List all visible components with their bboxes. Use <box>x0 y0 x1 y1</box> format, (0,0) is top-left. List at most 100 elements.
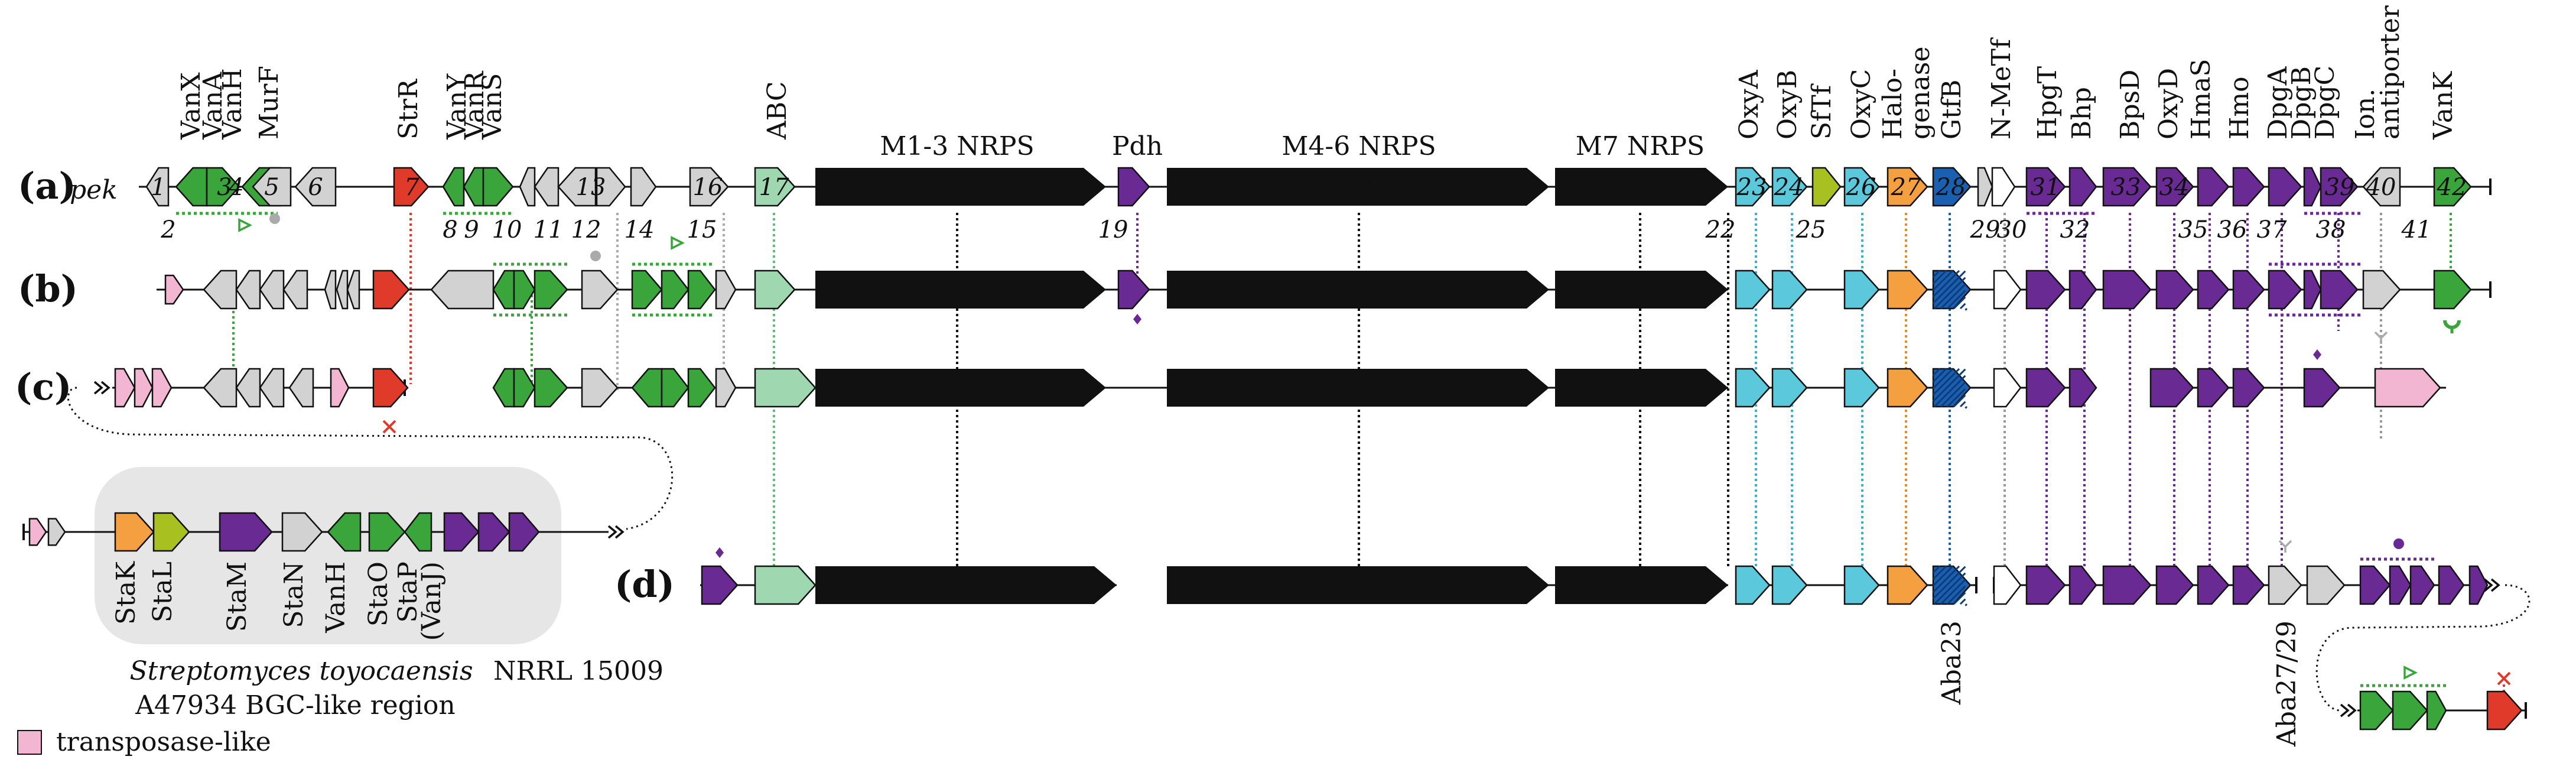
gene-number: 13 <box>576 174 606 201</box>
gene-b <box>631 270 663 310</box>
pdh-label: Pdh <box>1112 131 1163 161</box>
gene-d <box>2306 565 2346 605</box>
hatch-line <box>1933 277 1966 310</box>
gene-b <box>1117 270 1150 310</box>
gene-name-label: VanS <box>477 73 508 140</box>
gene-inset <box>281 512 323 552</box>
gene-b <box>336 270 349 310</box>
gene-arrows <box>17 167 2527 755</box>
gene-b <box>430 270 495 310</box>
gene-inset <box>404 512 432 552</box>
gene-c <box>492 368 515 408</box>
marker-diamond <box>1133 314 1141 324</box>
gene-name-label: OxyA <box>1734 69 1764 139</box>
row-label-a: (a) <box>18 164 76 207</box>
continuation-chevron <box>2347 703 2357 718</box>
marker-triangle <box>238 218 252 232</box>
gene-b <box>2433 270 2472 310</box>
gene-b <box>1735 270 1771 310</box>
gene-c <box>1735 368 1771 408</box>
continuation-chevron <box>93 381 103 395</box>
gene-name-label: VanX <box>176 72 206 140</box>
gene-c <box>1843 368 1880 408</box>
gene-b <box>513 270 536 310</box>
gene-number-below: 2 <box>160 216 175 244</box>
continuation-chevron <box>2483 578 2493 592</box>
marker-x <box>2497 671 2511 686</box>
gene-a <box>294 167 337 207</box>
gene-c <box>1771 368 1808 408</box>
gene-a <box>206 167 240 207</box>
gene-a <box>519 167 536 207</box>
aba23-label: Aba23 <box>1937 621 1967 705</box>
gene-d <box>2155 565 2194 605</box>
gene-c <box>330 368 350 408</box>
hatch-line <box>1932 270 1966 304</box>
gene-c <box>372 368 409 408</box>
gene-a <box>1811 167 1842 207</box>
gene-name-label: GtfB <box>1937 80 1967 139</box>
marker-x <box>382 420 396 434</box>
hatch-line <box>1940 381 1966 408</box>
gene-b <box>2155 270 2194 310</box>
gene-name-label: N-MeTf <box>1986 37 2016 139</box>
gene-number: 6 <box>308 174 323 201</box>
gene-d <box>2232 565 2265 605</box>
gene-b <box>687 270 716 310</box>
hatch-line <box>1932 270 1941 278</box>
gene-arrow <box>47 518 66 546</box>
gene-number: 18 <box>942 174 972 201</box>
gene-number: 24 <box>1774 174 1804 201</box>
nrps-c3 <box>1555 369 1728 407</box>
row-label-pek: pek <box>70 175 118 205</box>
gene-c <box>114 368 136 408</box>
gene-d <box>2359 565 2391 605</box>
nrps-b1 <box>815 271 1106 309</box>
gene-b <box>661 270 689 310</box>
gene-b <box>1843 270 1880 310</box>
gene-b <box>1993 270 2022 310</box>
gene-number: 7 <box>404 174 419 201</box>
continuation-chevron <box>2490 578 2500 592</box>
marker-dot <box>590 251 601 261</box>
gene-b <box>372 270 410 310</box>
gene-number-below: 32 <box>2060 216 2090 244</box>
gene-number: 1 <box>151 174 165 201</box>
gene-number-below: 29 <box>1970 216 2001 244</box>
inset-gene-label: StaP <box>393 561 423 623</box>
gene-name-label: VanY <box>442 73 472 140</box>
gene-d <box>1843 565 1880 605</box>
gene-c <box>631 368 663 408</box>
hatch-line <box>1932 368 1947 383</box>
gene-d <box>2197 565 2230 605</box>
gene-number-below: 41 <box>2401 216 2432 244</box>
gene-a <box>2068 167 2097 207</box>
nrps-c1 <box>815 369 1106 407</box>
nrps-20 <box>1167 168 1549 206</box>
inset-gene-label: StaL <box>148 561 178 622</box>
gene-b <box>2197 270 2230 310</box>
hatch-line <box>1940 579 1966 605</box>
gene-c <box>134 368 154 408</box>
gene-a <box>463 167 484 207</box>
gene-a <box>1887 167 1928 207</box>
gene-arrow <box>701 565 739 605</box>
hatch-line <box>1932 565 1954 587</box>
gene-d <box>2389 565 2412 605</box>
gene-number: 4 <box>228 174 243 201</box>
gene-d <box>1993 565 2022 605</box>
gene-b <box>2303 270 2322 310</box>
continuation-chevron <box>2340 703 2350 718</box>
gene-number: 21 <box>1625 174 1655 201</box>
gene-number-below: 19 <box>1098 216 1128 244</box>
gene-number: 3 <box>217 174 232 201</box>
gene-a <box>145 167 170 207</box>
gene-number-below: 12 <box>571 216 601 244</box>
row-label-d: (d) <box>614 563 675 606</box>
gene-name-label: Bhp <box>2067 87 2097 139</box>
hatch-line <box>1933 572 1966 605</box>
hatch-line <box>1932 565 1960 593</box>
hatch-line <box>1946 585 1966 605</box>
gene-c <box>259 368 285 408</box>
